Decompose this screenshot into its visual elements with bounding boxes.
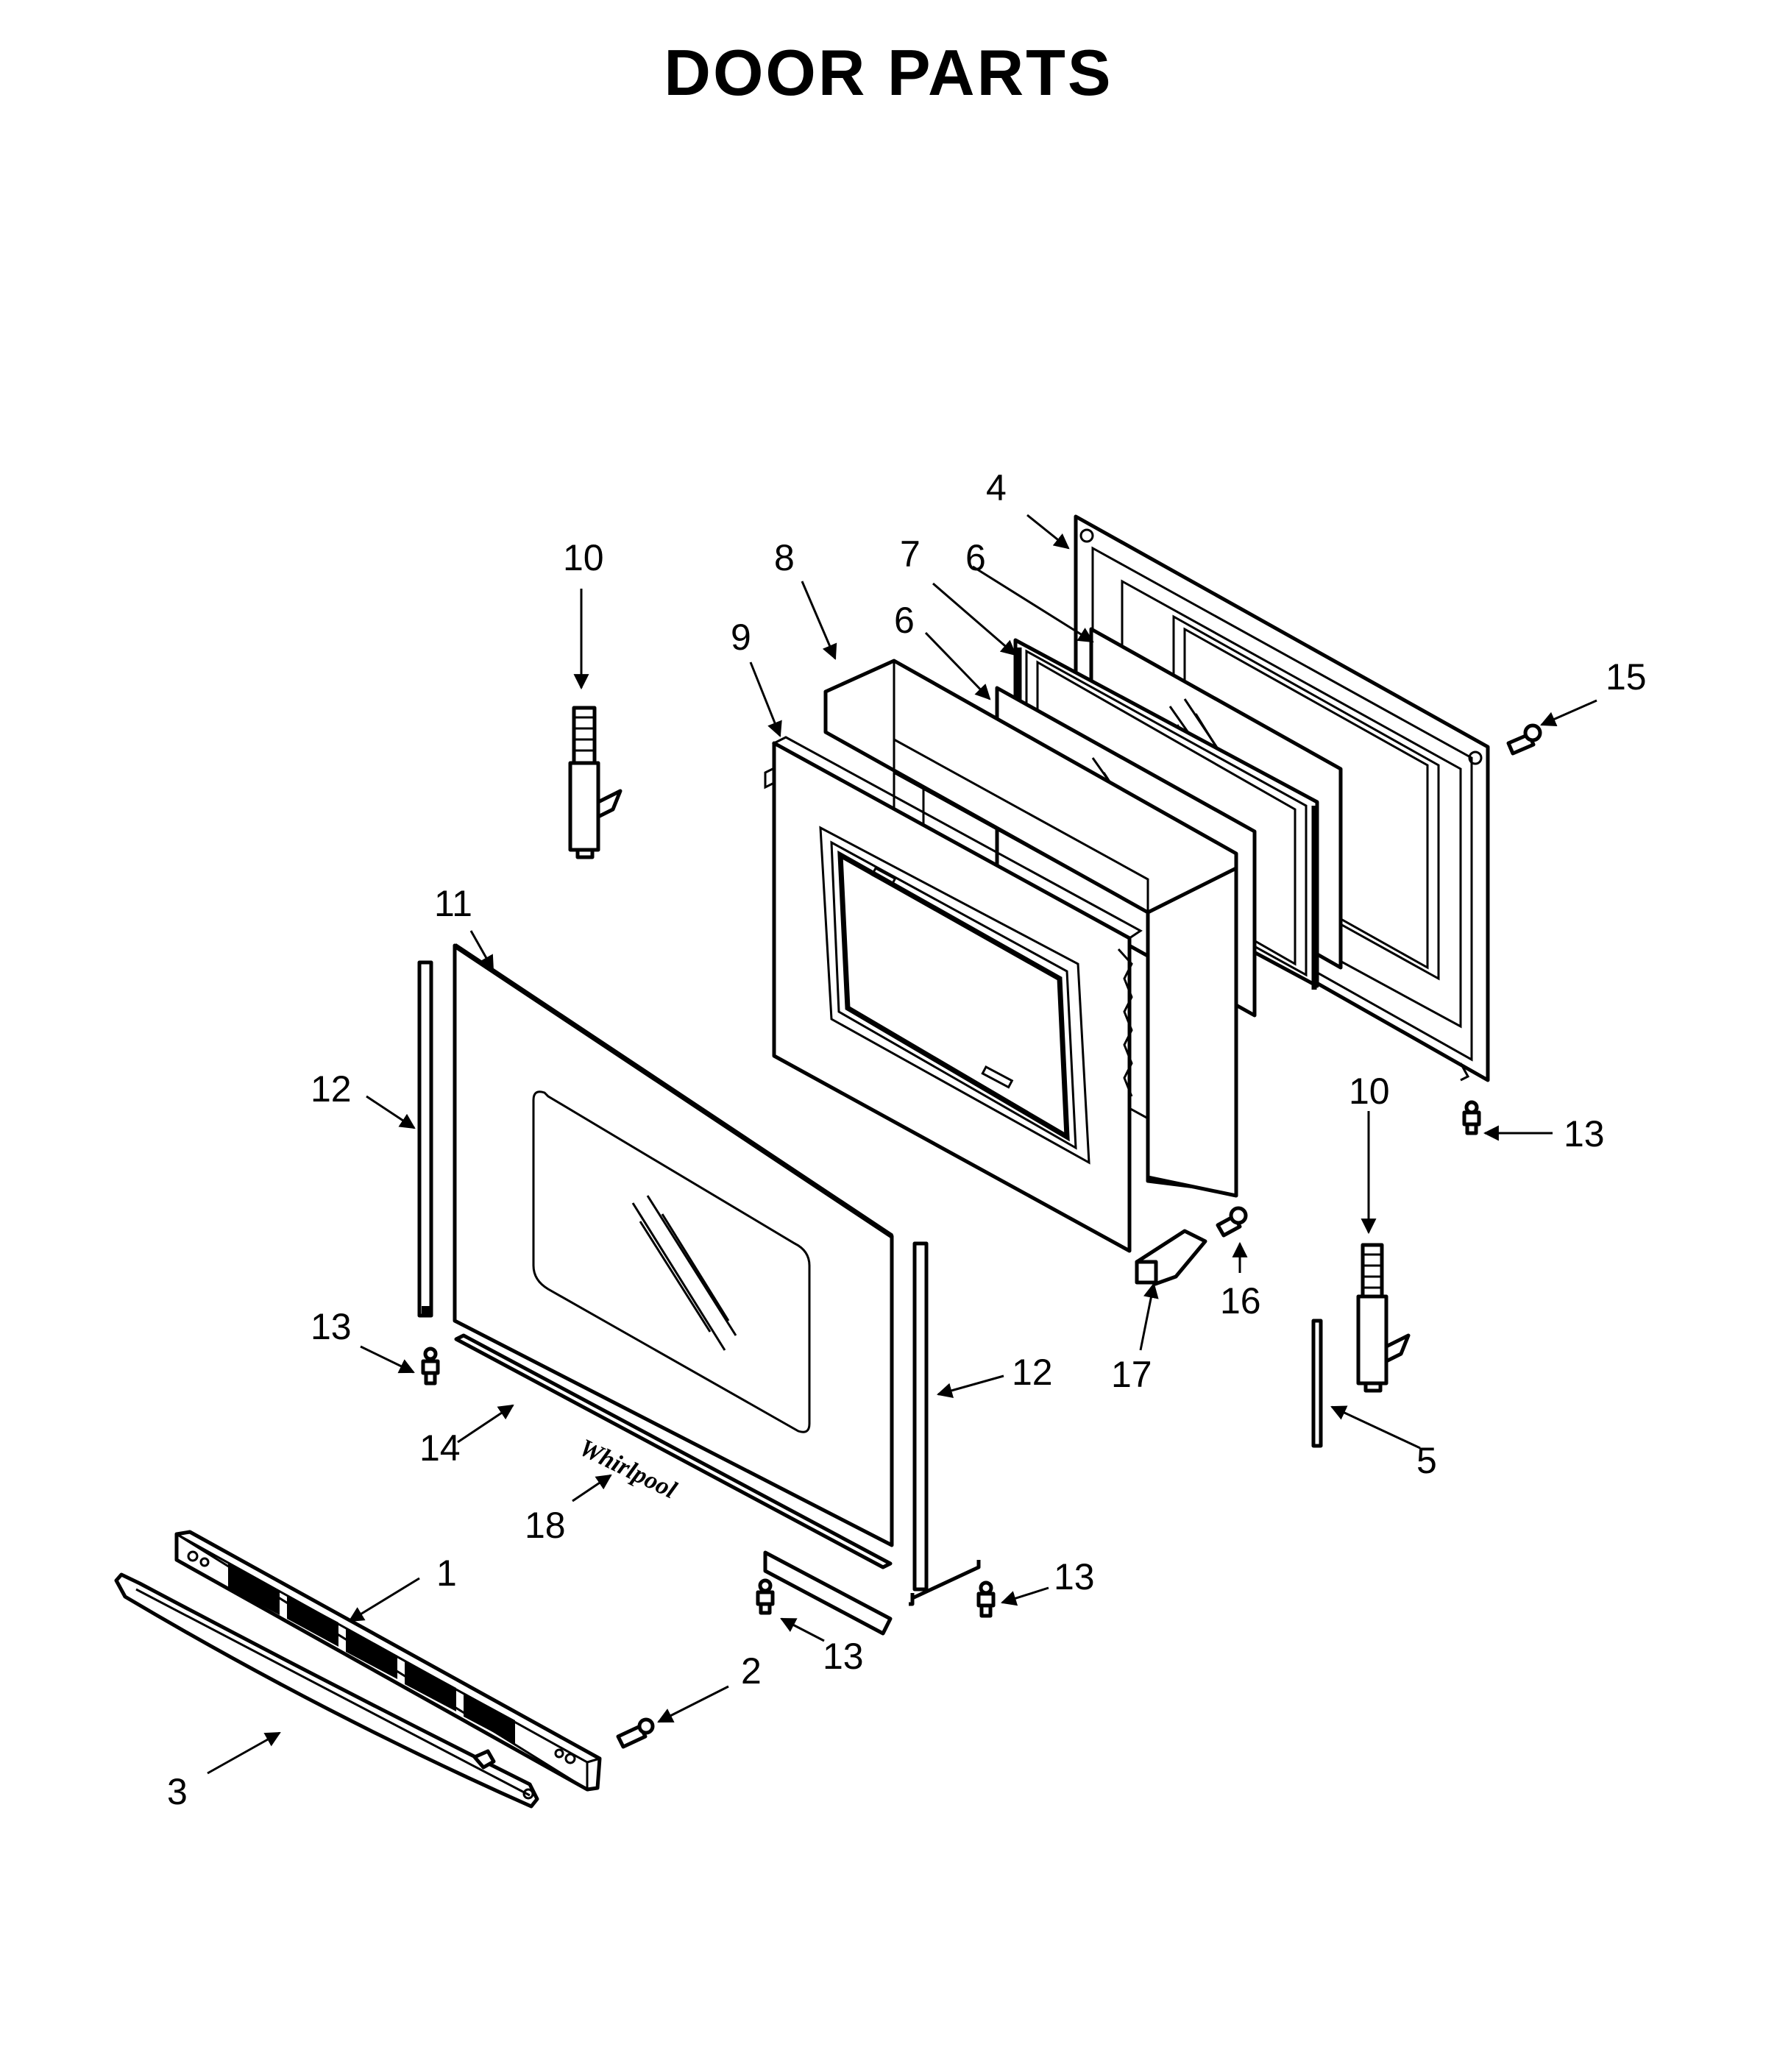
callout-4: 4 [986, 467, 1007, 508]
leader-lines [207, 514, 1597, 1775]
callout-18: 18 [525, 1505, 566, 1546]
callout-13-bottom-right: 13 [1054, 1556, 1095, 1597]
callout-6-lower: 6 [894, 600, 915, 641]
part-12-side-trim-left [417, 960, 433, 1318]
part-14-bottom-trim [454, 1333, 893, 1636]
callout-9: 9 [731, 617, 751, 658]
callout-3: 3 [167, 1771, 188, 1812]
callout-6-upper: 6 [965, 537, 986, 578]
page-title: DOOR PARTS [664, 36, 1113, 109]
callout-10-left: 10 [563, 537, 604, 578]
callout-8: 8 [774, 537, 795, 578]
callout-labels: 4 6 7 6 8 9 10 15 10 13 16 17 5 11 12 13… [167, 467, 1647, 1812]
part-13-screw-left [421, 1347, 440, 1386]
part-12-side-trim-right [909, 1241, 929, 1606]
callout-17: 17 [1111, 1354, 1152, 1395]
part-1-vent-grille [174, 1530, 602, 1792]
part-9-door-liner [764, 736, 1143, 1253]
part-3-door-handle [114, 1572, 539, 1809]
part-15-screw [1506, 723, 1542, 756]
part-5-hinge-channel [1311, 1319, 1323, 1448]
callout-7: 7 [900, 533, 921, 575]
callout-16: 16 [1220, 1280, 1261, 1321]
callout-10-right: 10 [1349, 1071, 1390, 1112]
part-13-screw-bottom-right [911, 1560, 996, 1618]
callout-12-right: 12 [1012, 1352, 1053, 1393]
part-11-outer-door-glass [453, 943, 894, 1547]
callout-13-left: 13 [311, 1306, 352, 1347]
callout-13-bottom: 13 [823, 1636, 864, 1677]
callout-1: 1 [436, 1553, 457, 1594]
callout-11: 11 [434, 883, 472, 924]
callout-2: 2 [741, 1650, 762, 1692]
part-10-hinge-right [1356, 1243, 1411, 1393]
part-16-screw [1216, 1206, 1248, 1238]
callout-15: 15 [1606, 656, 1647, 698]
part-8-door-insulation [823, 659, 1238, 1198]
callout-14: 14 [419, 1427, 461, 1469]
part-2-screw [616, 1717, 655, 1749]
part-10-hinge-left [568, 706, 623, 859]
part-13-screw-bottom [756, 1578, 775, 1615]
part-13-screw-right [1462, 1100, 1481, 1135]
part-17-bracket [1135, 1229, 1207, 1286]
grille-slots [228, 1564, 515, 1744]
callout-13-right: 13 [1564, 1113, 1605, 1154]
callout-5: 5 [1416, 1440, 1437, 1481]
callout-12-left: 12 [311, 1068, 352, 1110]
